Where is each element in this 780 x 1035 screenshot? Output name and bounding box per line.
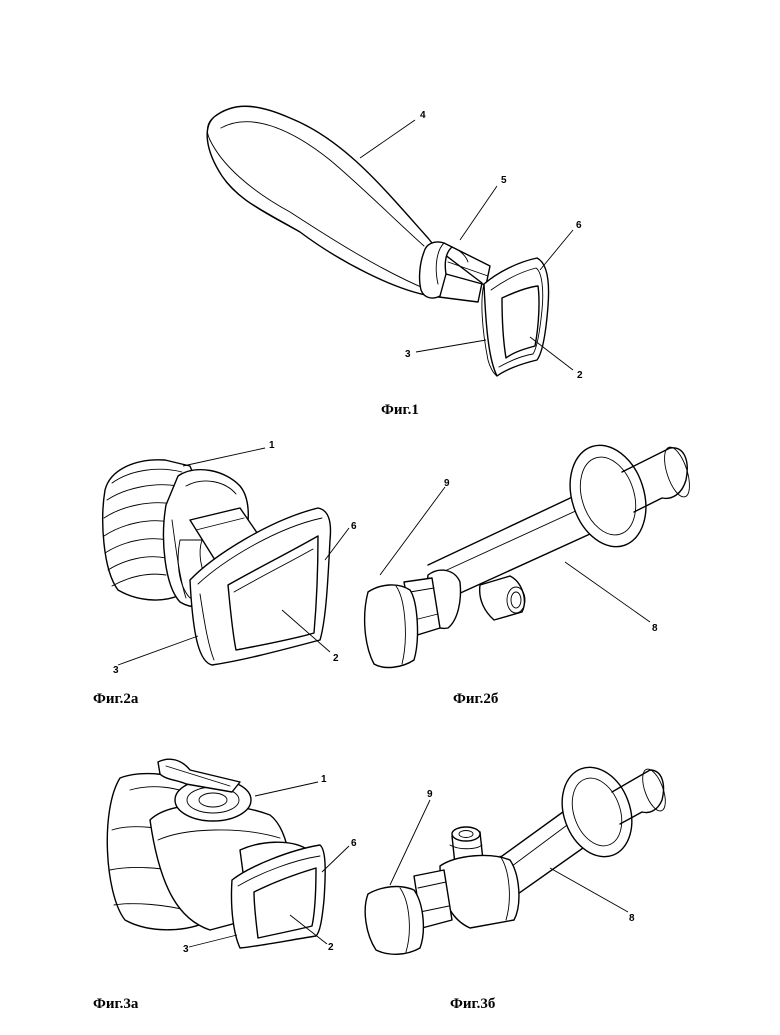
ref-3: 3 xyxy=(113,665,119,676)
ref-6: 6 xyxy=(351,521,357,532)
caption-fig3a: Фиг.3а xyxy=(93,996,139,1012)
caption-fig2b: Фиг.2б xyxy=(453,691,498,707)
ref-2: 2 xyxy=(333,653,339,664)
figure-2b-pipe-assembly xyxy=(365,435,695,667)
ref-4: 4 xyxy=(420,110,426,121)
ref-5: 5 xyxy=(501,175,507,186)
figure-1-handle xyxy=(207,106,548,376)
figure-2a-fitting xyxy=(103,460,331,665)
ref-1: 1 xyxy=(269,440,275,451)
ref-9: 9 xyxy=(427,789,433,800)
ref-6: 6 xyxy=(351,838,357,849)
ref-1: 1 xyxy=(321,774,327,785)
caption-fig2a: Фиг.2а xyxy=(93,691,139,707)
caption-fig3b: Фиг.3б xyxy=(450,996,495,1012)
ref-3: 3 xyxy=(183,944,189,955)
figure-3b-pipe-assembly xyxy=(365,757,670,954)
ref-6: 6 xyxy=(576,220,582,231)
caption-fig1: Фиг.1 xyxy=(381,402,419,418)
ref-2: 2 xyxy=(328,942,334,953)
ref-8: 8 xyxy=(652,623,658,634)
ref-9: 9 xyxy=(444,478,450,489)
ref-8: 8 xyxy=(629,913,635,924)
ref-3: 3 xyxy=(405,349,411,360)
ref-2: 2 xyxy=(577,370,583,381)
